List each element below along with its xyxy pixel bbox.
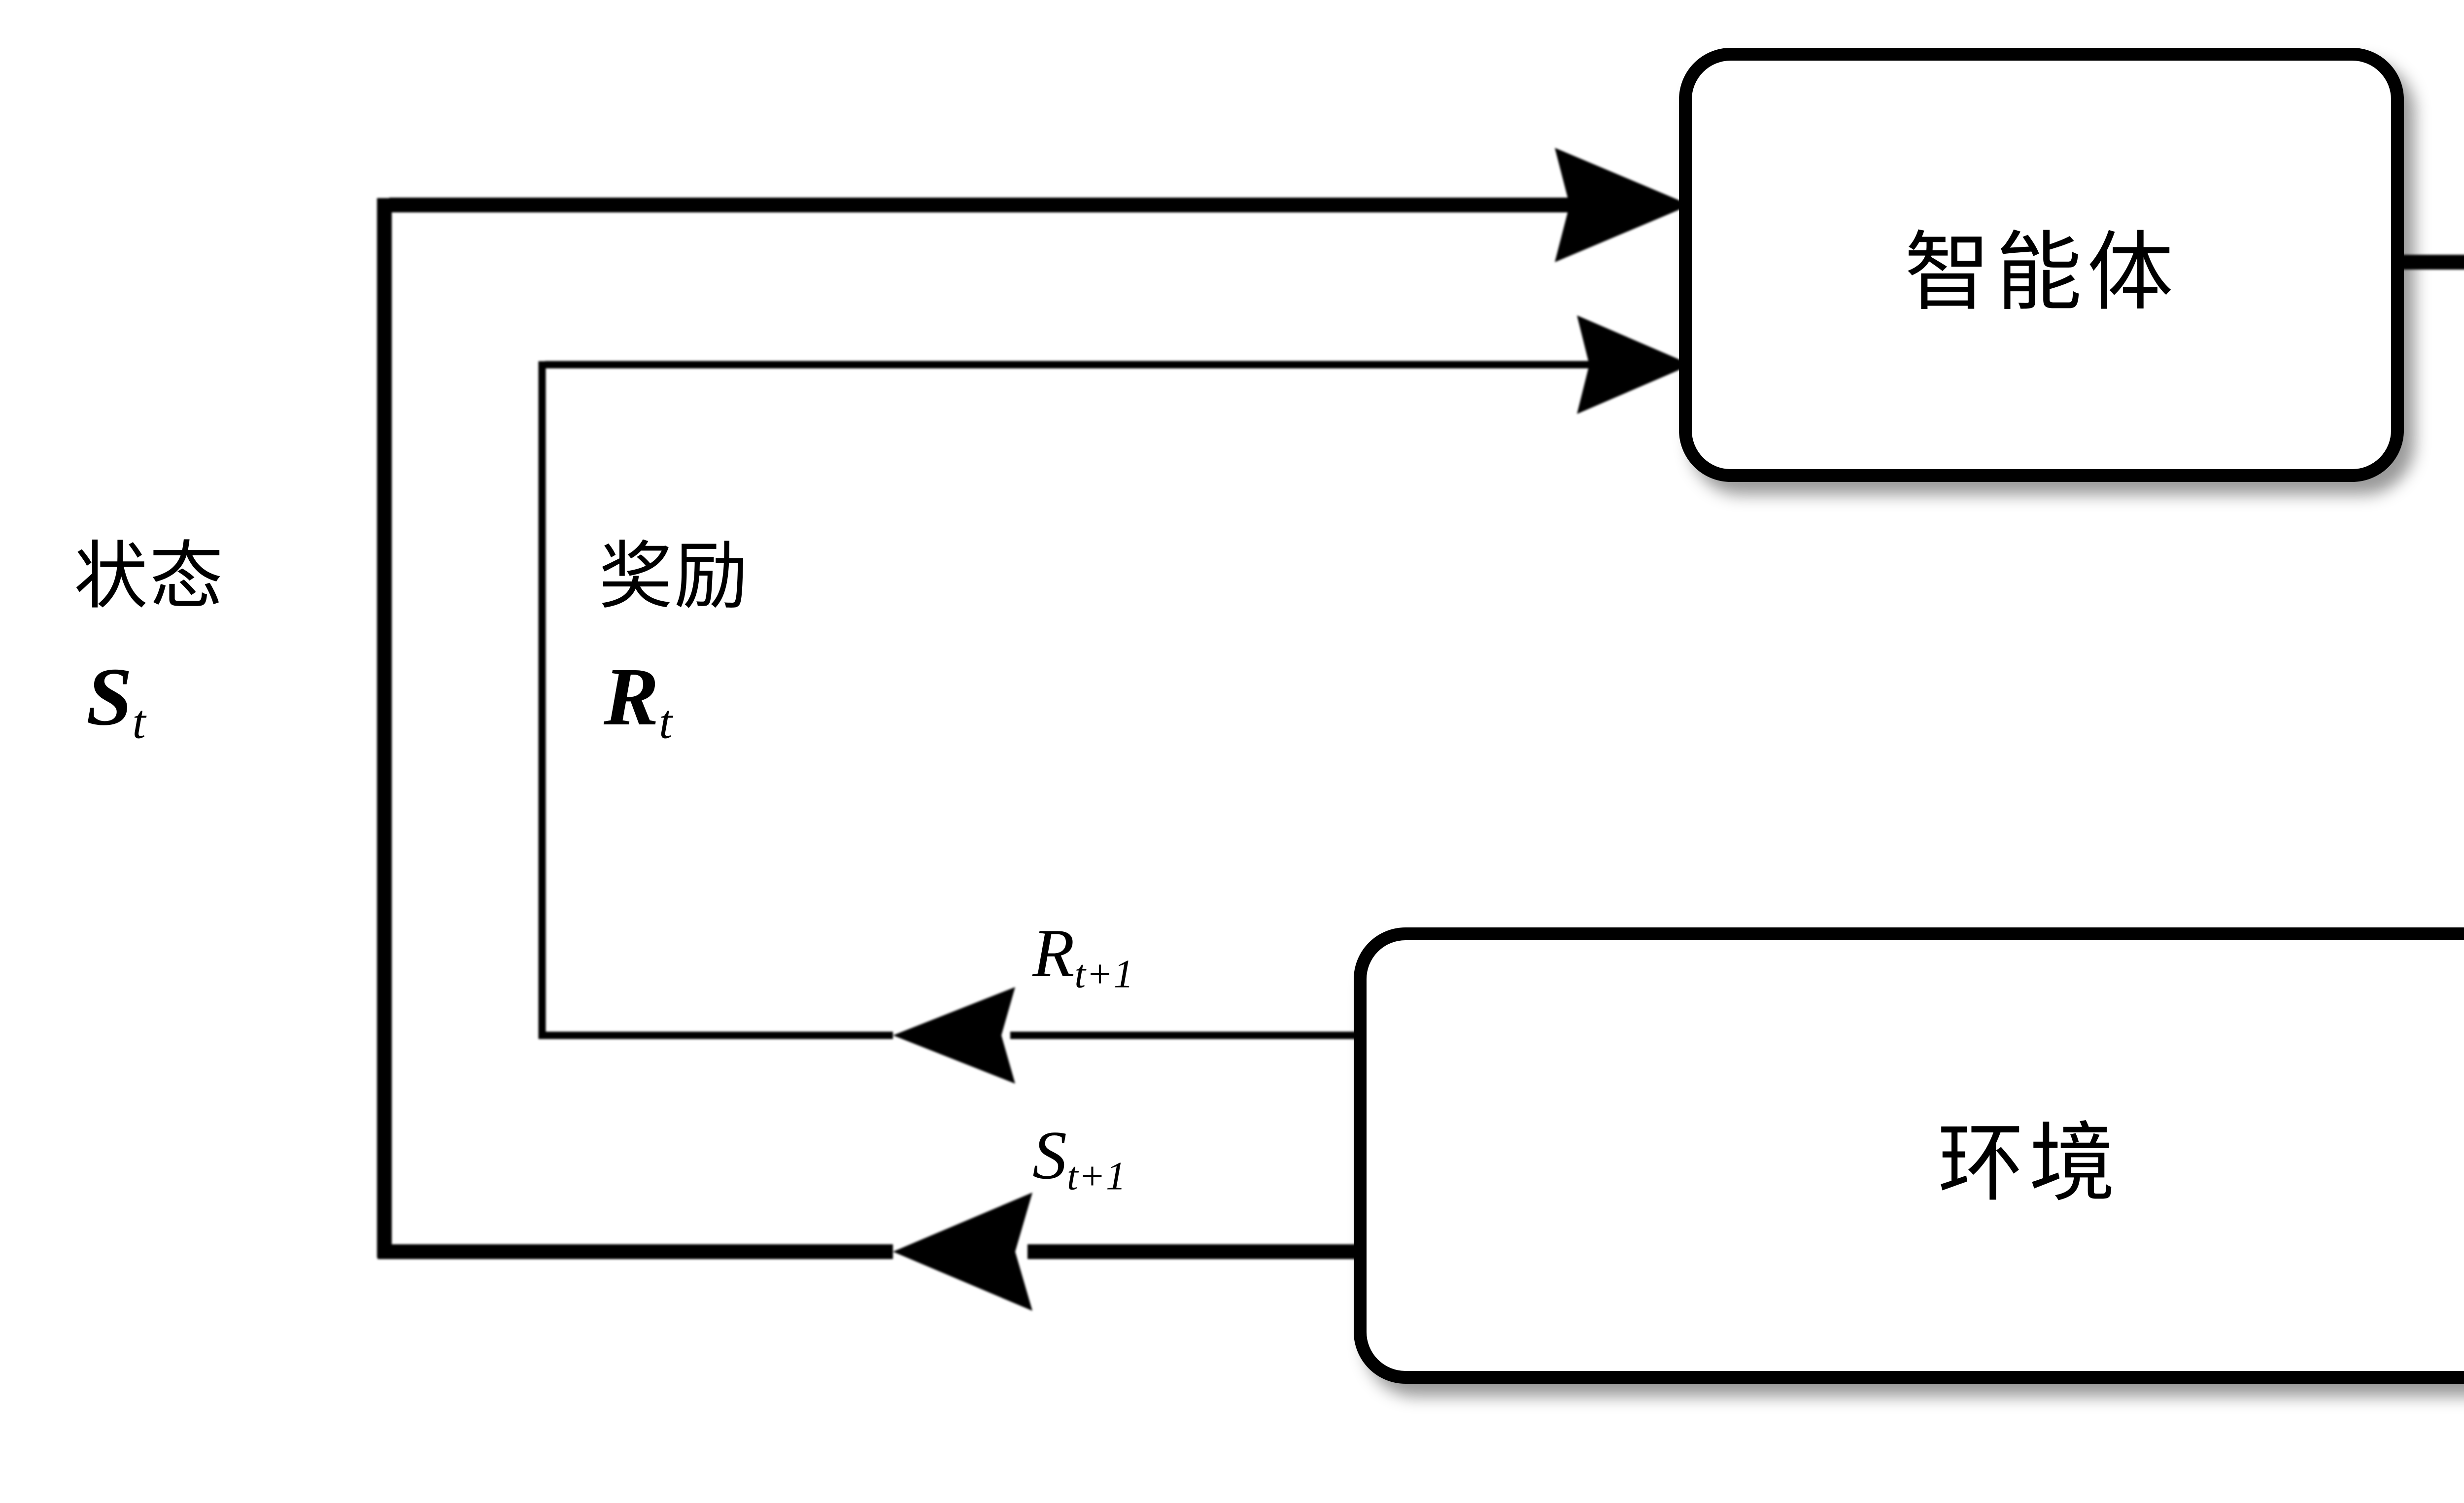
state-edge xyxy=(377,148,1690,1311)
reward-edge xyxy=(538,315,1691,1084)
state-edge-word: 状态 xyxy=(74,534,225,619)
reward-edge-symbol: Rt xyxy=(604,655,673,747)
environment-label: 环境 xyxy=(1938,1113,2121,1214)
reward-next-base: R xyxy=(1032,915,1075,991)
reward-next-subscript: t+1 xyxy=(1074,952,1134,996)
reward-symbol-subscript: t xyxy=(659,695,673,749)
state-symbol-subscript: t xyxy=(132,695,146,749)
environment-node[interactable] xyxy=(1354,927,2464,1384)
state-next-subscript: t+1 xyxy=(1067,1154,1127,1198)
state-next-base: S xyxy=(1032,1117,1067,1194)
reward-edge-word: 奖励 xyxy=(599,534,750,619)
agent-label: 智能体 xyxy=(1904,223,2179,323)
reward-symbol-base: R xyxy=(604,651,659,743)
reward-next-symbol: Rt+1 xyxy=(1032,919,1134,994)
state-edge-symbol: St xyxy=(86,655,146,747)
agent-node[interactable] xyxy=(1679,48,2404,482)
state-next-symbol: St+1 xyxy=(1032,1121,1126,1196)
state-symbol-base: S xyxy=(86,651,133,743)
